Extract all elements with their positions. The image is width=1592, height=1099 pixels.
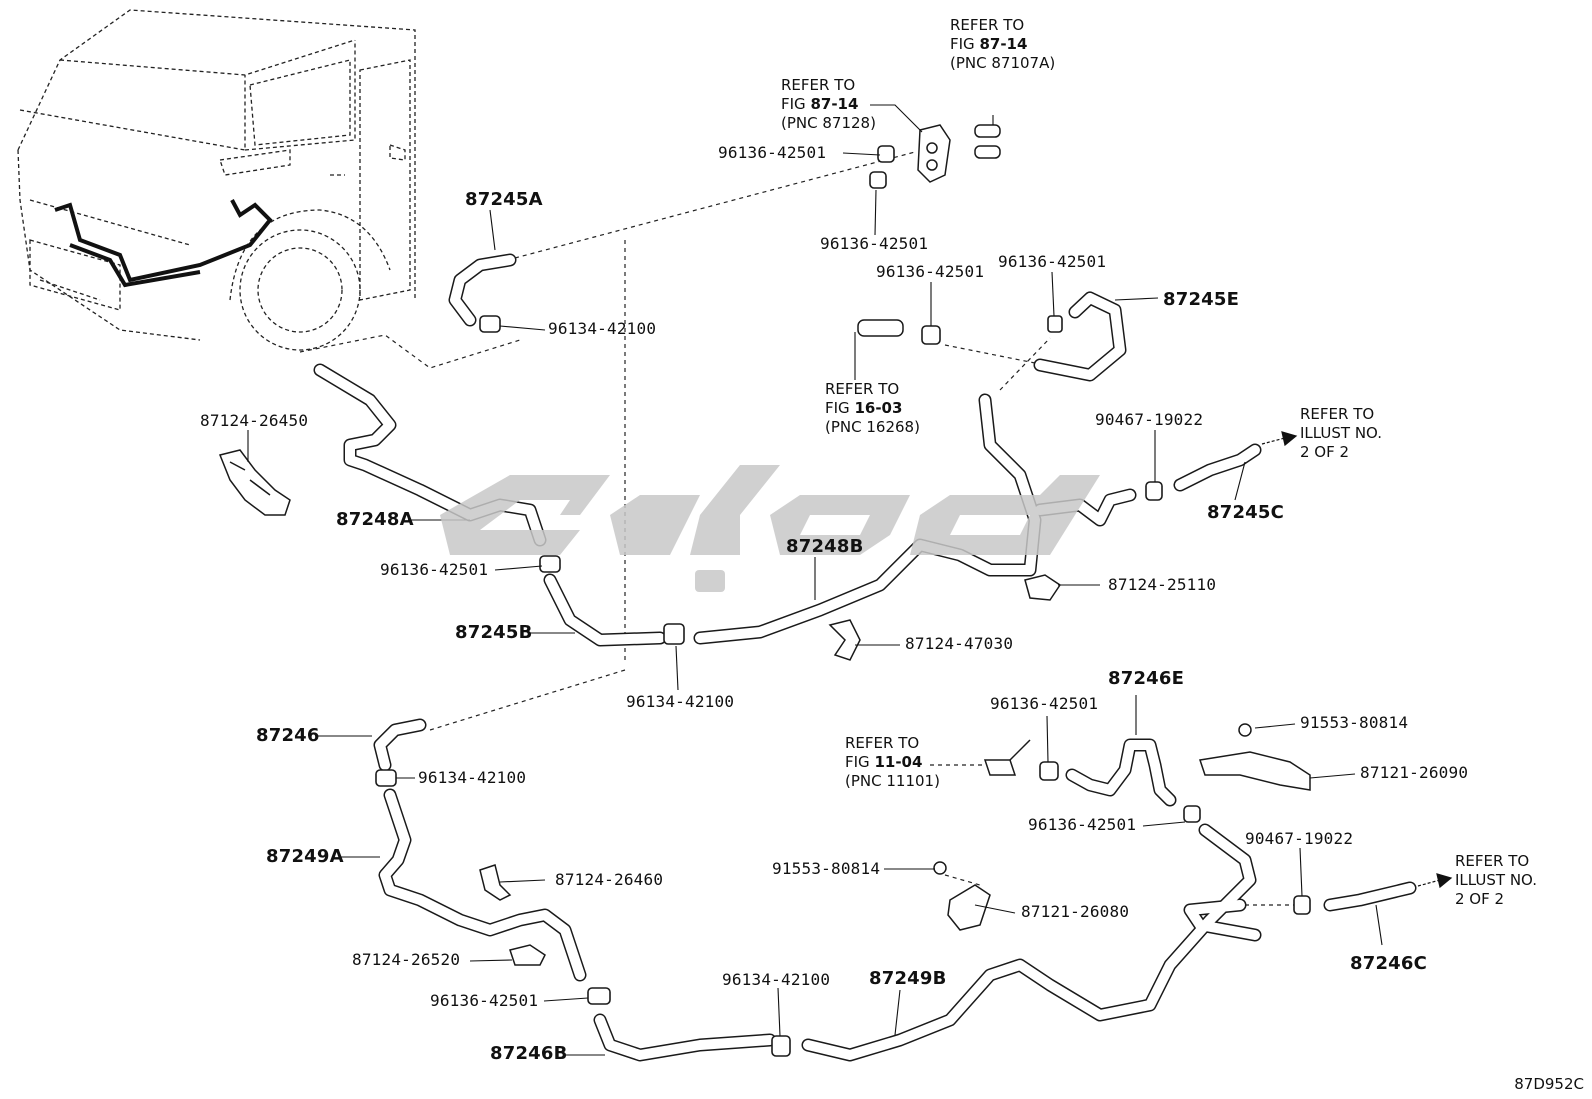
part-label-91553-80814: 91553-80814 bbox=[1300, 713, 1409, 732]
part-label-87249A: 87249A bbox=[266, 846, 344, 867]
dashed-leaders bbox=[299, 151, 1300, 906]
part-label-96136-42501: 96136-42501 bbox=[998, 252, 1107, 271]
part-label-96134-42100: 96134-42100 bbox=[626, 692, 735, 711]
part-label-90467-19022: 90467-19022 bbox=[1245, 829, 1354, 848]
refer-fig: FIG 16-03 bbox=[825, 399, 903, 417]
part-label-96134-42100: 96134-42100 bbox=[418, 768, 527, 787]
part-label-87245C: 87245C bbox=[1207, 502, 1285, 523]
part-label-87124-26460: 87124-26460 bbox=[555, 870, 664, 889]
refer-line: REFER TO bbox=[781, 76, 856, 94]
part-label-87246B: 87246B bbox=[490, 1043, 568, 1064]
refer-pnc: (PNC 87107A) bbox=[950, 54, 1056, 72]
part-label-87245B: 87245B bbox=[455, 622, 533, 643]
refer-arrows bbox=[1261, 431, 1453, 889]
refer-note-illust-2: REFER TO ILLUST NO. 2 OF 2 bbox=[1455, 852, 1537, 909]
part-label-87124-47030: 87124-47030 bbox=[905, 634, 1014, 653]
refer-line: REFER TO bbox=[1455, 852, 1530, 870]
refer-illust: ILLUST NO. bbox=[1300, 424, 1383, 442]
part-label-96136-42501: 96136-42501 bbox=[718, 143, 827, 162]
part-label-87248A: 87248A bbox=[336, 509, 414, 530]
part-label-87248B: 87248B bbox=[786, 536, 864, 557]
part-label-87249B: 87249B bbox=[869, 968, 947, 989]
refer-fig: FIG 87-14 bbox=[950, 35, 1028, 53]
refer-illust: ILLUST NO. bbox=[1455, 871, 1538, 889]
part-label-87124-26450: 87124-26450 bbox=[200, 411, 309, 430]
part-label-87246C: 87246C bbox=[1350, 953, 1428, 974]
refer-pnc: (PNC 87128) bbox=[781, 114, 876, 132]
refer-note-fig-16-03: REFER TO FIG 16-03 (PNC 16268) bbox=[825, 380, 920, 437]
part-label-87121-26090: 87121-26090 bbox=[1360, 763, 1469, 782]
refer-pnc: (PNC 11101) bbox=[845, 772, 940, 790]
refer-note-fig-87-14-a: REFER TO FIG 87-14 (PNC 87107A) bbox=[950, 16, 1055, 73]
vehicle-pipe-highlight bbox=[54, 199, 273, 288]
part-label-90467-19022: 90467-19022 bbox=[1095, 410, 1204, 429]
brackets bbox=[218, 124, 1311, 966]
refer-line: REFER TO bbox=[825, 380, 900, 398]
vehicle-outline bbox=[17, 9, 416, 351]
part-label-87246: 87246 bbox=[256, 725, 320, 746]
refer-line: REFER TO bbox=[845, 734, 920, 752]
part-label-87245E: 87245E bbox=[1163, 289, 1240, 310]
refer-page: 2 OF 2 bbox=[1300, 443, 1350, 461]
part-label-96136-42501: 96136-42501 bbox=[1028, 815, 1137, 834]
refer-fig: FIG 11-04 bbox=[845, 753, 923, 771]
part-label-87246E: 87246E bbox=[1108, 668, 1185, 689]
refer-fig: FIG 87-14 bbox=[781, 95, 859, 113]
refer-note-fig-87-14-b: REFER TO FIG 87-14 (PNC 87128) bbox=[781, 76, 876, 133]
hose-tubes bbox=[313, 253, 1417, 1062]
part-label-96136-42501: 96136-42501 bbox=[380, 560, 489, 579]
part-label-87121-26080: 87121-26080 bbox=[1021, 902, 1130, 921]
refer-note-fig-11-04: REFER TO FIG 11-04 (PNC 11101) bbox=[845, 734, 940, 791]
refer-pnc: (PNC 16268) bbox=[825, 418, 920, 436]
part-label-96136-42501: 96136-42501 bbox=[430, 991, 539, 1010]
part-label-96136-42501: 96136-42501 bbox=[876, 262, 985, 281]
refer-page: 2 OF 2 bbox=[1455, 890, 1505, 908]
part-label-91553-80814: 91553-80814 bbox=[772, 859, 881, 878]
part-label-96136-42501: 96136-42501 bbox=[990, 694, 1099, 713]
hose-clamps bbox=[375, 145, 1311, 1057]
part-label-96136-42501: 96136-42501 bbox=[820, 234, 929, 253]
part-label-87124-26520: 87124-26520 bbox=[352, 950, 461, 969]
image-code: 87D952C bbox=[1514, 1075, 1584, 1093]
part-label-87124-25110: 87124-25110 bbox=[1108, 575, 1217, 594]
part-label-87245A: 87245A bbox=[465, 189, 543, 210]
part-label-96134-42100: 96134-42100 bbox=[722, 970, 831, 989]
part-label-96134-42100: 96134-42100 bbox=[548, 319, 657, 338]
refer-line: REFER TO bbox=[1300, 405, 1375, 423]
refer-line: REFER TO bbox=[950, 16, 1025, 34]
refer-note-illust-1: REFER TO ILLUST NO. 2 OF 2 bbox=[1300, 405, 1382, 462]
